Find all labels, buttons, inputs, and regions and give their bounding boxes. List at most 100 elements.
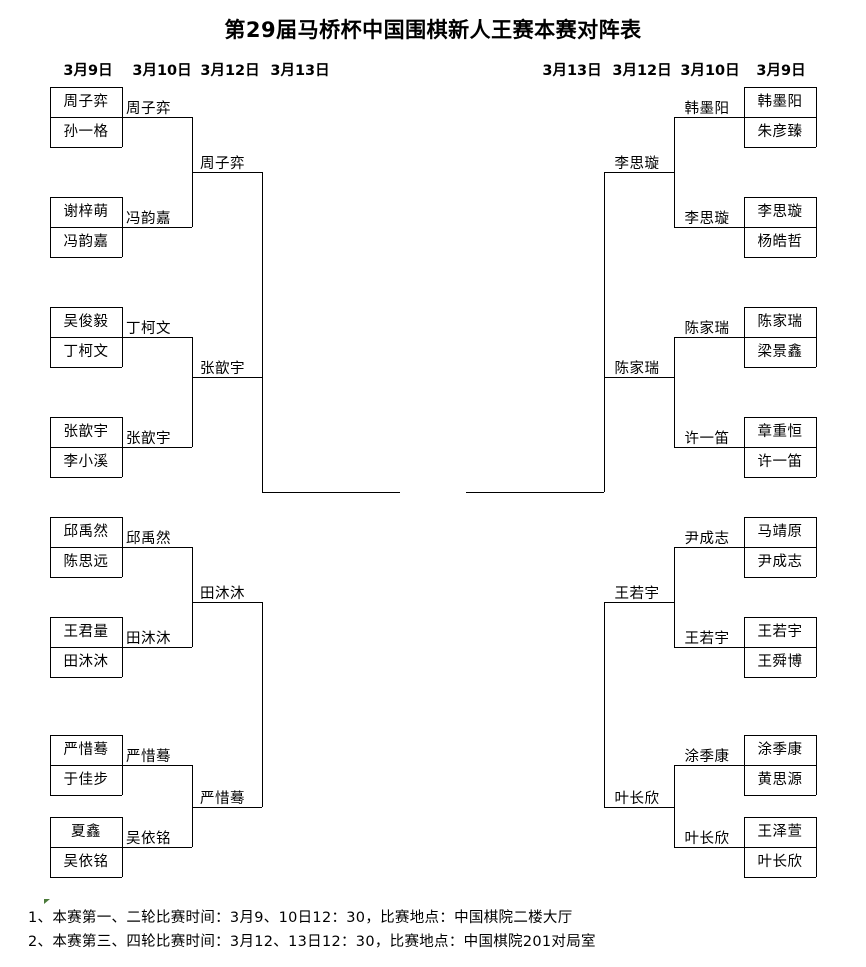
player-name: 邱禹然	[63, 524, 109, 540]
r1-box-top	[744, 517, 816, 518]
r2-line	[122, 337, 192, 338]
player-name: 田沐沐	[126, 631, 171, 647]
date-header-left-r1: 3月9日	[63, 63, 113, 79]
r1-box-left-edge	[744, 307, 745, 367]
r1-box-bottom	[50, 477, 122, 478]
player-name: 涂季康	[684, 749, 730, 765]
date-header-left-r3: 3月12日	[200, 63, 260, 79]
player-name: 王舜博	[757, 654, 803, 670]
r2-line	[674, 847, 744, 848]
r2-line	[122, 547, 192, 548]
r1-box-mid	[50, 547, 122, 548]
r2-line	[674, 227, 744, 228]
date-header-left-r2: 3月10日	[132, 63, 192, 79]
r3-line	[192, 377, 262, 378]
r1-box-bottom	[744, 367, 816, 368]
r1-box-bottom	[50, 257, 122, 258]
player-name: 许一笛	[757, 454, 803, 470]
r1-box-top	[50, 735, 122, 736]
r1-box-bottom	[50, 367, 122, 368]
player-name: 冯韵嘉	[126, 211, 171, 227]
r1-box-bottom	[744, 577, 816, 578]
r1-box-top	[744, 417, 816, 418]
r1-box-top	[50, 417, 122, 418]
r2-connector	[192, 765, 193, 847]
r1-box-bottom	[744, 257, 816, 258]
r1-box-top	[50, 307, 122, 308]
footnote-line: 2、本赛第三、四轮比赛时间：3月12、13日12：30，比赛地点：中国棋院201…	[28, 934, 596, 950]
r1-box-left-edge	[744, 197, 745, 257]
r1-box-left-edge	[50, 417, 51, 477]
r1-box-bottom	[50, 577, 122, 578]
player-name: 李思璇	[614, 156, 660, 172]
r1-box-top	[744, 617, 816, 618]
r1-box-left-edge	[50, 735, 51, 795]
r1-box-mid	[744, 647, 816, 648]
player-name: 张歆宇	[200, 361, 245, 377]
r1-box-mid	[50, 117, 122, 118]
r2-connector	[674, 765, 675, 847]
r1-box-mid	[50, 765, 122, 766]
r1-box-top	[50, 87, 122, 88]
player-name: 陈家瑞	[757, 314, 803, 330]
player-name: 丁柯文	[63, 344, 109, 360]
date-header-left-r4: 3月13日	[270, 63, 330, 79]
green-marker-icon	[44, 899, 50, 904]
r1-box-top	[50, 617, 122, 618]
r1-box-mid	[744, 765, 816, 766]
r1-box-bottom	[50, 877, 122, 878]
player-name: 张歆宇	[63, 424, 109, 440]
player-name: 章重恒	[757, 424, 803, 440]
player-name: 杨皓哲	[757, 234, 803, 250]
r1-box-left-edge	[50, 307, 51, 367]
r1-box-right-edge	[816, 735, 817, 795]
r1-box-top	[50, 517, 122, 518]
date-header-right-r2: 3月10日	[680, 63, 740, 79]
r1-box-left-edge	[744, 817, 745, 877]
player-name: 严惜蓦	[63, 742, 109, 758]
r1-box-bottom	[744, 147, 816, 148]
r2-line	[122, 647, 192, 648]
player-name: 李思璇	[684, 211, 730, 227]
r3-connector	[604, 602, 605, 807]
r2-line	[674, 765, 744, 766]
player-name: 黄思源	[757, 772, 803, 788]
r1-box-left-edge	[744, 87, 745, 147]
r2-line	[122, 227, 192, 228]
player-name: 夏鑫	[71, 824, 101, 840]
player-name: 王君量	[63, 624, 109, 640]
r3-line	[192, 602, 262, 603]
r3-line	[192, 807, 262, 808]
r2-line	[122, 847, 192, 848]
r2-connector	[674, 547, 675, 647]
r4-connector-right	[604, 377, 605, 492]
player-name: 张歆宇	[126, 431, 171, 447]
player-name: 叶长欣	[757, 854, 803, 870]
r2-connector	[192, 547, 193, 647]
r1-box-mid	[50, 647, 122, 648]
player-name: 叶长欣	[614, 791, 660, 807]
r1-box-mid	[744, 447, 816, 448]
r1-box-bottom	[50, 795, 122, 796]
r1-box-mid	[744, 117, 816, 118]
r1-box-mid	[744, 547, 816, 548]
r1-box-mid	[50, 337, 122, 338]
r1-box-left-edge	[50, 817, 51, 877]
player-name: 王若宇	[757, 624, 803, 640]
r2-connector	[674, 337, 675, 447]
player-name: 于佳步	[63, 772, 109, 788]
player-name: 丁柯文	[126, 321, 171, 337]
player-name: 周子弈	[200, 156, 245, 172]
r1-box-bottom	[744, 477, 816, 478]
r1-box-right-edge	[816, 517, 817, 577]
r1-box-bottom	[50, 677, 122, 678]
player-name: 周子弈	[126, 101, 171, 117]
player-name: 王若宇	[684, 631, 730, 647]
player-name: 朱彦臻	[757, 124, 803, 140]
r1-box-mid	[50, 447, 122, 448]
player-name: 尹成志	[684, 531, 730, 547]
r1-box-bottom	[744, 677, 816, 678]
page-title: 第29届马桥杯中国围棋新人王赛本赛对阵表	[224, 18, 642, 42]
date-header-right-r4: 3月13日	[542, 63, 602, 79]
